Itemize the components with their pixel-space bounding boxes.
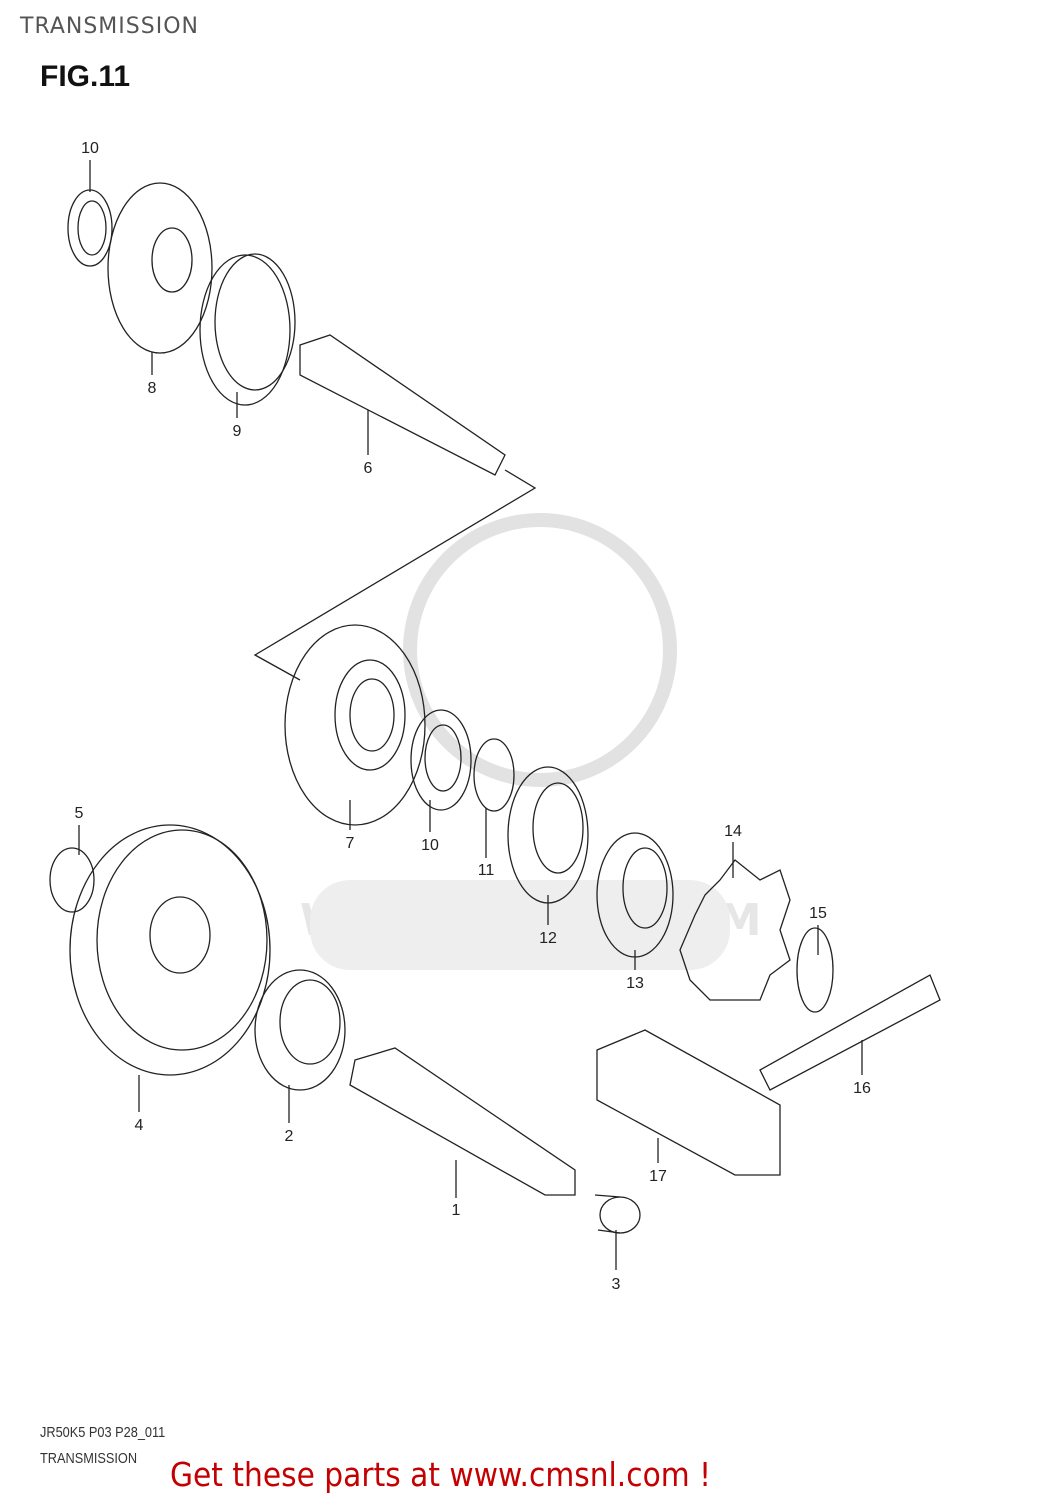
circlip-11-icon bbox=[473, 738, 515, 858]
diagram-code: JR50K5 P03 P28_011 bbox=[40, 1424, 166, 1441]
callout-7: 7 bbox=[345, 835, 355, 852]
callout-3: 3 bbox=[611, 1276, 621, 1293]
callout-5: 5 bbox=[74, 805, 84, 822]
diagram-caption: TRANSMISSION bbox=[40, 1450, 138, 1467]
gear-4-icon bbox=[69, 824, 271, 1112]
chain-16-icon bbox=[759, 974, 941, 1091]
callout-12: 12 bbox=[539, 930, 557, 947]
callout-16: 16 bbox=[853, 1080, 871, 1097]
callout-4: 4 bbox=[134, 1117, 144, 1134]
oil-seal-13-icon bbox=[596, 832, 674, 970]
circlip-5-icon bbox=[49, 825, 95, 913]
callout-15: 15 bbox=[809, 905, 827, 922]
callout-11: 11 bbox=[477, 862, 495, 879]
callout-8: 8 bbox=[147, 380, 157, 397]
callout-1: 1 bbox=[451, 1202, 461, 1219]
callout-10: 10 bbox=[81, 140, 99, 157]
callout-17: 17 bbox=[649, 1168, 667, 1185]
sprocket-14-icon bbox=[679, 842, 791, 1001]
callout-2: 2 bbox=[284, 1128, 294, 1145]
callout-9: 9 bbox=[232, 423, 242, 440]
chain-joint-kit-17-icon bbox=[596, 1029, 781, 1176]
figure-number: FIG.11 bbox=[40, 60, 131, 93]
clutch-7-icon bbox=[284, 624, 426, 830]
gear-9-icon bbox=[199, 253, 296, 418]
watermark-logo-icon bbox=[310, 513, 730, 970]
promo-link[interactable]: Get these parts at www.cmsnl.com ! bbox=[170, 1455, 712, 1494]
washer-10b-icon bbox=[410, 709, 472, 832]
circlip-15-icon bbox=[796, 925, 834, 1013]
shaft-6-icon bbox=[299, 334, 506, 476]
bushing-3-icon bbox=[594, 1194, 641, 1270]
page-title: TRANSMISSION bbox=[20, 14, 199, 39]
bearing-12-icon bbox=[507, 766, 589, 925]
countershaft-1-icon bbox=[349, 1047, 576, 1198]
callout-14: 14 bbox=[724, 823, 742, 840]
callout-6: 6 bbox=[363, 460, 373, 477]
bearing-2-icon bbox=[254, 969, 346, 1123]
callout-10b: 10 bbox=[421, 837, 439, 854]
washer-10-icon bbox=[67, 160, 113, 267]
gear-8-icon bbox=[107, 182, 213, 375]
callout-13: 13 bbox=[626, 975, 644, 992]
